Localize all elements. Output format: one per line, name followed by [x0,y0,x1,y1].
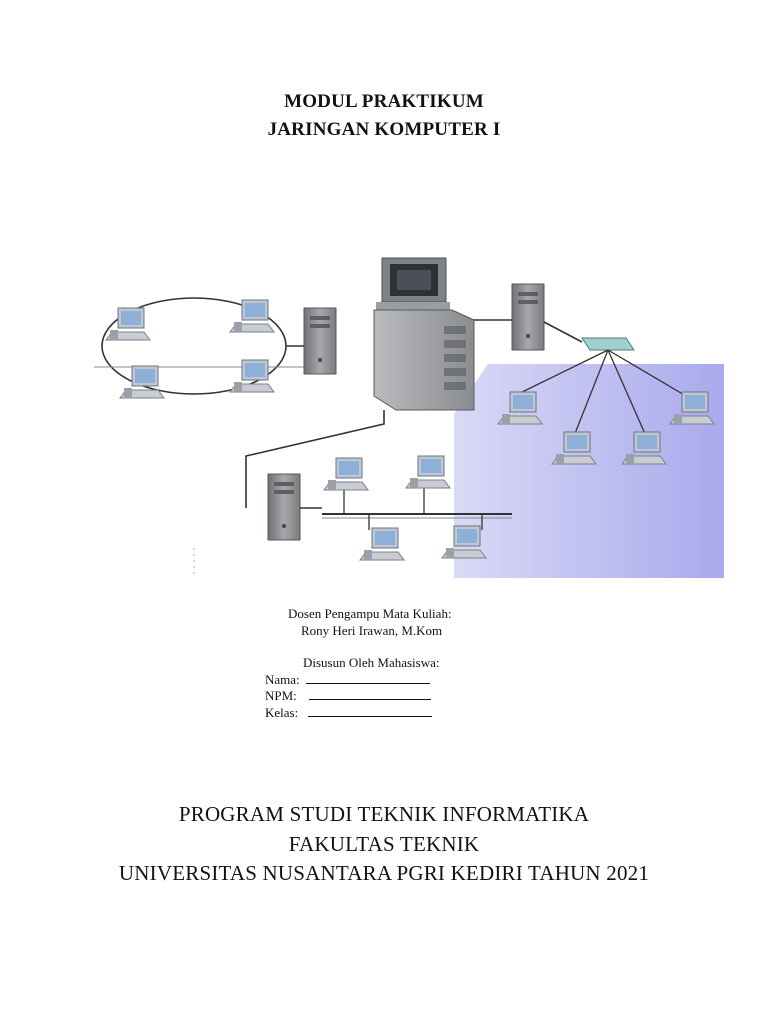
field-nama-label: Nama: [265,672,300,687]
network-topology-illustration [94,257,724,578]
field-npm-label: NPM: [265,688,297,703]
document-title-line1: MODUL PRAKTIKUM [284,91,484,112]
field-npm: NPM: [265,687,431,704]
field-kelas-blank[interactable] [308,704,433,717]
footer-faculty: FAKULTAS TEKNIK [288,832,480,856]
field-kelas-label: Kelas: [265,705,299,720]
footer-study-program: PROGRAM STUDI TEKNIK INFORMATIKA [178,802,590,826]
field-npm-blank[interactable] [308,687,431,700]
field-kelas: Kelas: [265,704,433,721]
student-label: Disusun Oleh Mahasiswa: [303,655,440,670]
lecturer-label: Dosen Pengampu Mata Kuliah: [288,606,452,621]
field-nama: Nama: [265,671,430,688]
footer-university-year: UNIVERSITAS NUSANTARA PGRI KEDIRI TAHUN … [118,861,650,885]
field-nama-blank[interactable] [305,671,430,684]
lecturer-name: Rony Heri Irawan, M.Kom [301,623,443,638]
document-title-line2: JARINGAN KOMPUTER I [267,119,501,140]
